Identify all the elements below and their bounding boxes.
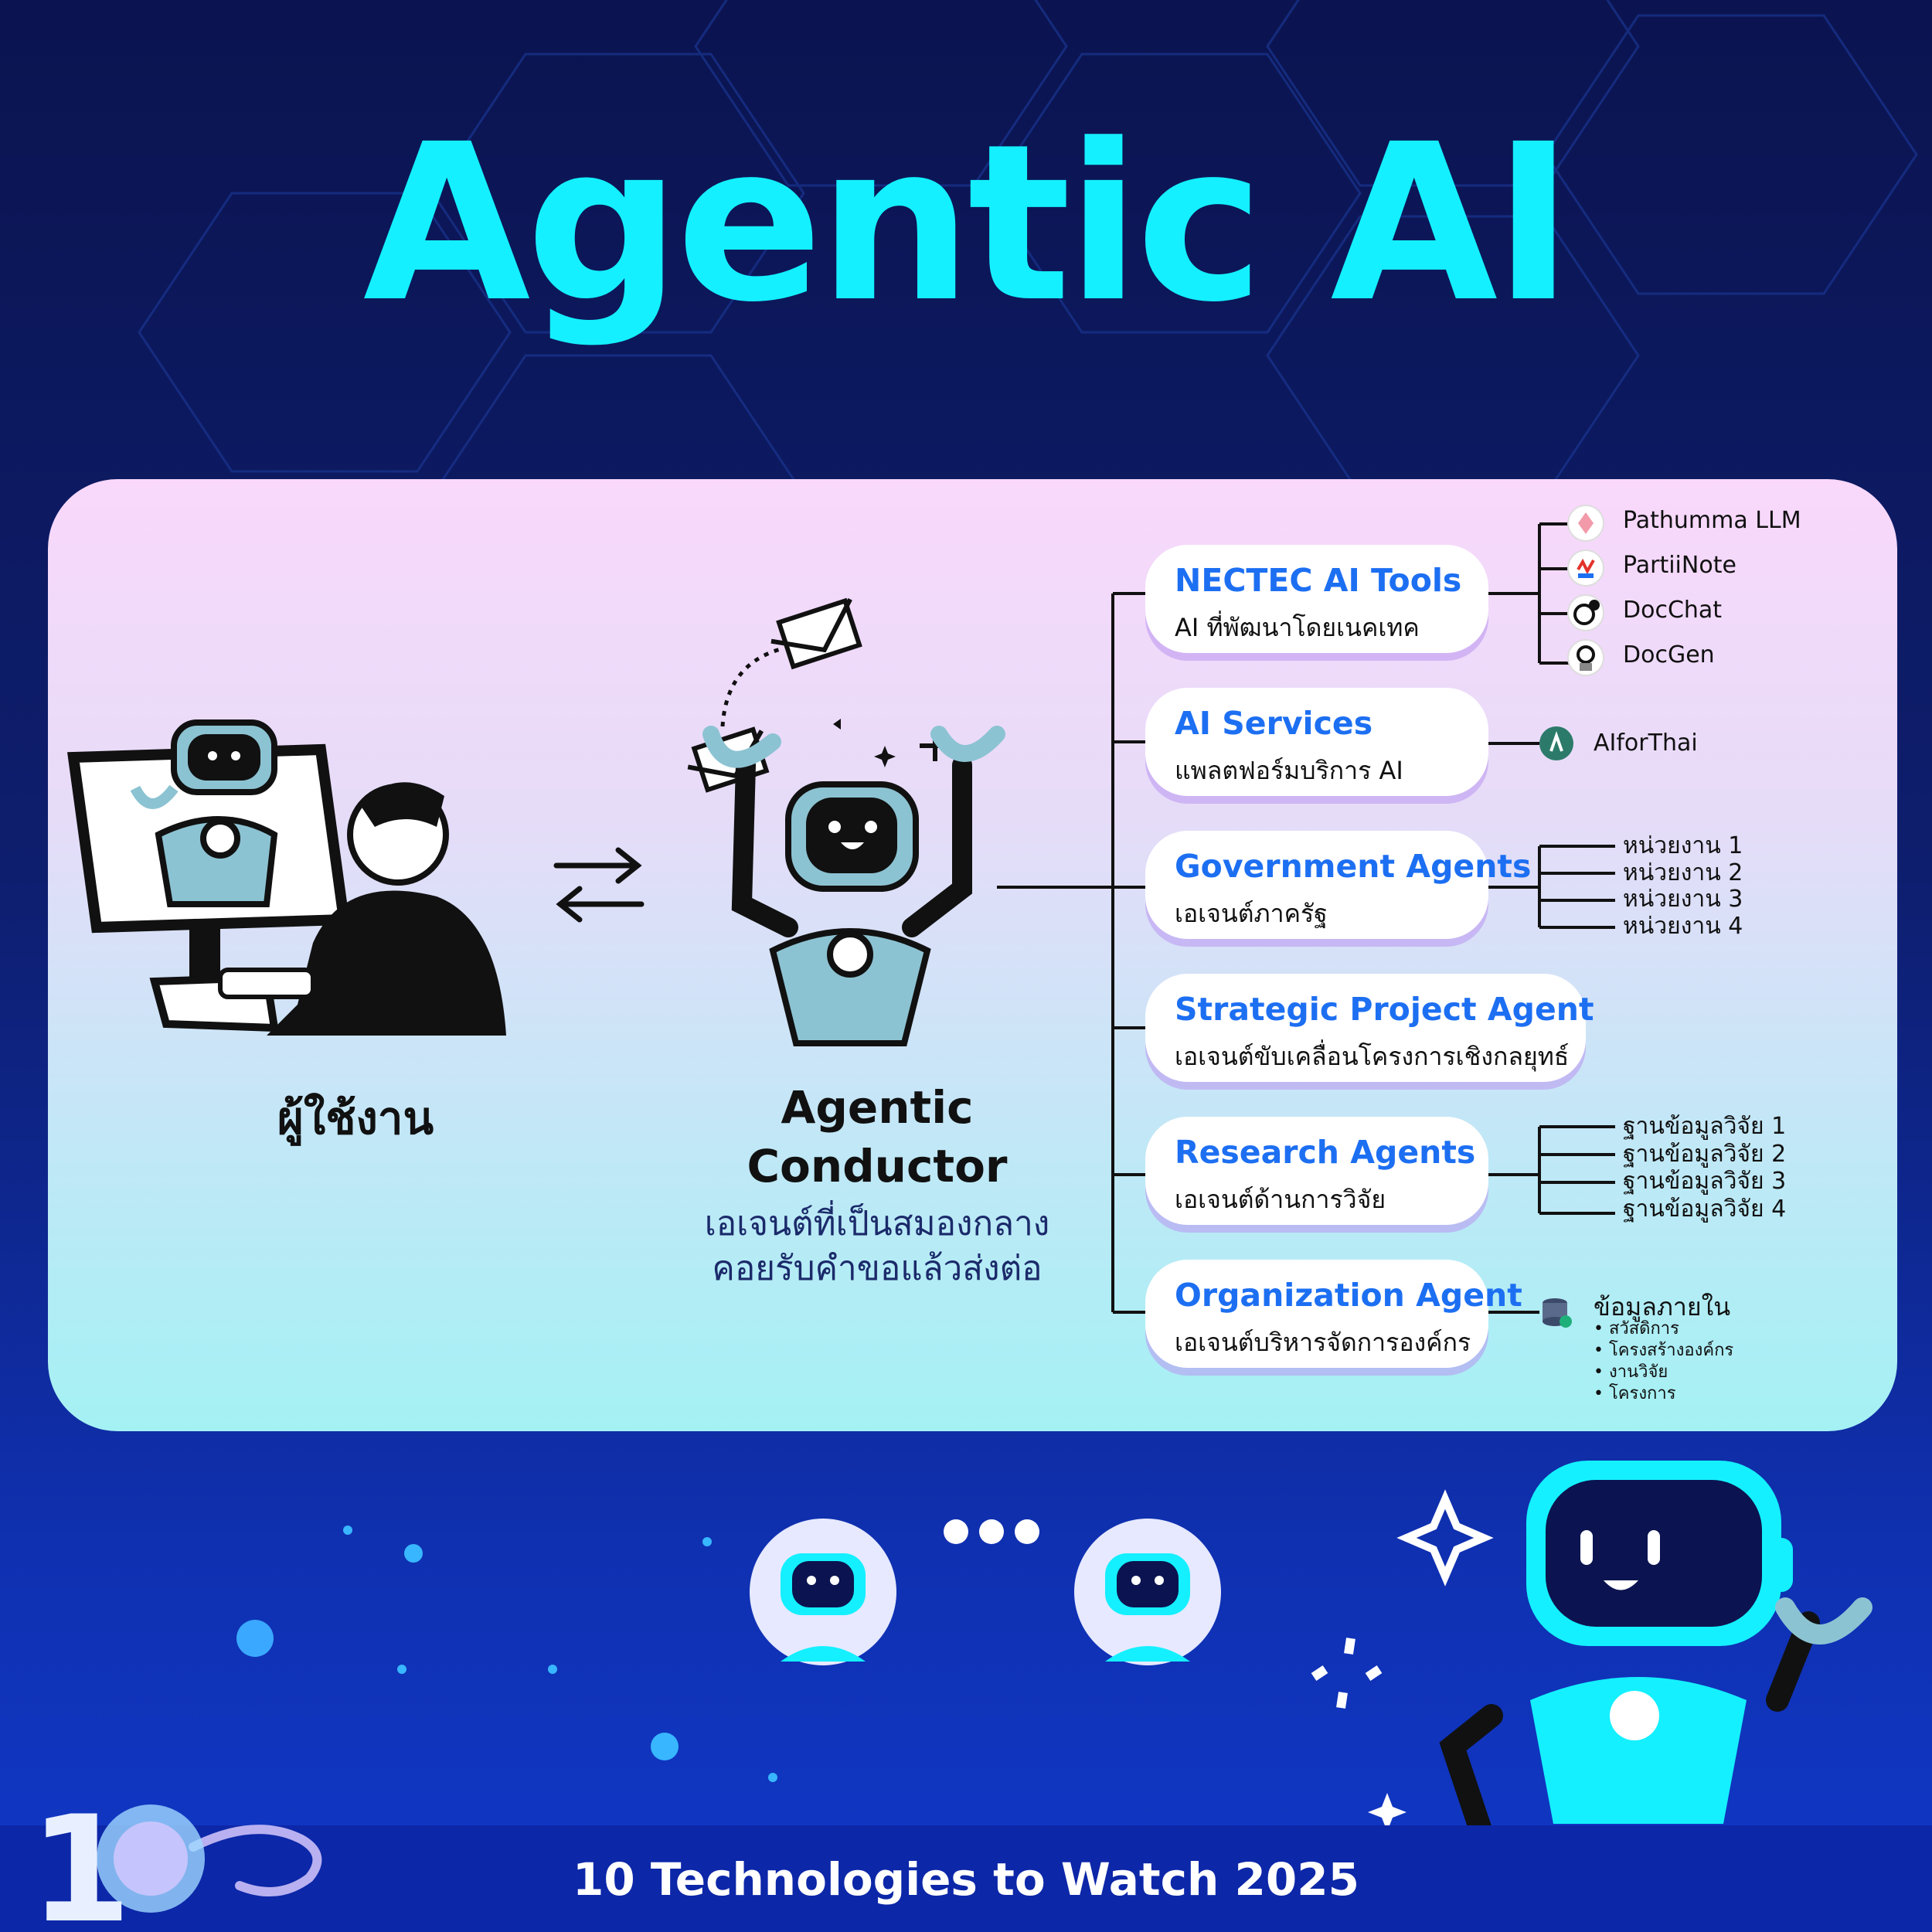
database-icon (1543, 1298, 1572, 1328)
docchat-logo-icon (1569, 596, 1603, 630)
tool-pathumma-llm: Pathumma LLM (1623, 507, 1801, 534)
organization-data-list: • สวัสดิการ • โครงสร้างองค์กร • งานวิจัย… (1594, 1318, 1733, 1405)
footer-title: 10 Technologies to Watch 2025 (573, 1853, 1359, 1906)
card-subtitle: AI ที่พัฒนาโดยเนคเทค (1175, 613, 1420, 642)
government-unit: หน่วยงาน 1 (1623, 832, 1743, 859)
conductor-desc-line1: เอเจนต์ที่เป็นสมองกลาง (704, 1204, 1050, 1243)
card-title: NECTEC AI Tools (1175, 562, 1462, 599)
card-title: Organization Agent (1175, 1277, 1522, 1314)
docgen-logo-icon (1569, 641, 1603, 675)
card-title: Government Agents (1175, 848, 1532, 885)
conductor-title-line2: Conductor (747, 1140, 1008, 1192)
card-subtitle: เอเจนต์ภาครัฐ (1175, 899, 1328, 928)
organization-data-item: • โครงการ (1594, 1384, 1676, 1403)
user-at-computer-illustration (67, 719, 506, 1036)
aiforthai-logo-icon (1539, 726, 1573, 760)
organization-data-item: • งานวิจัย (1594, 1362, 1668, 1382)
card-ai-services[interactable]: AI Services แพลตฟอร์มบริการ AI (1145, 688, 1488, 796)
robot-avatar-left (750, 1519, 896, 1665)
tool-docgen: DocGen (1623, 641, 1715, 668)
ten-technologies-logo: 1 (29, 1785, 322, 1932)
government-unit: หน่วยงาน 4 (1623, 913, 1743, 940)
logo-digit: 1 (29, 1785, 131, 1932)
government-unit: หน่วยงาน 2 (1623, 859, 1743, 886)
card-title: Strategic Project Agent (1175, 991, 1594, 1028)
bottom-decorations (236, 1461, 1872, 1880)
card-title: Research Agents (1175, 1134, 1476, 1171)
conductor-title: Agentic Conductor (657, 1078, 1097, 1196)
tool-docchat: DocChat (1623, 597, 1723, 624)
conductor-description: เอเจนต์ที่เป็นสมองกลาง คอยรับคำขอแล้วส่ง… (634, 1202, 1121, 1291)
card-organization-agent[interactable]: Organization Agent เอเจนต์บริหารจัดการอง… (1145, 1260, 1522, 1368)
card-subtitle: แพลตฟอร์มบริการ AI (1175, 756, 1403, 785)
card-government-agents[interactable]: Government Agents เอเจนต์ภาครัฐ (1145, 831, 1531, 939)
tool-aiforthai: AIforThai (1594, 730, 1698, 757)
tool-partiinote: PartiiNote (1623, 552, 1736, 579)
card-nectec-ai-tools[interactable]: NECTEC AI Tools AI ที่พัฒนาโดยเนคเทค (1145, 545, 1488, 653)
card-title: AI Services (1175, 705, 1373, 742)
card-subtitle: เอเจนต์ด้านการวิจัย (1175, 1185, 1386, 1214)
page-title: Agentic AI (362, 98, 1574, 350)
research-database: ฐานข้อมูลวิจัย 2 (1623, 1141, 1787, 1168)
organization-data-item: • สวัสดิการ (1594, 1319, 1679, 1338)
card-subtitle: เอเจนต์ขับเคลื่อนโครงการเชิงกลยุทธ์ (1175, 1042, 1570, 1071)
conductor-robot-illustration (687, 597, 1005, 1046)
card-strategic-project-agent[interactable]: Strategic Project Agent เอเจนต์ขับเคลื่อ… (1145, 974, 1594, 1082)
footer-bar (0, 1825, 1932, 1932)
government-unit: หน่วยงาน 3 (1623, 886, 1743, 913)
organization-data-label: ข้อมูลภายใน (1594, 1292, 1731, 1321)
card-subtitle: เอเจนต์บริหารจัดการองค์กร (1175, 1328, 1471, 1357)
conductor-desc-line2: คอยรับคำขอแล้วส่งต่อ (712, 1249, 1043, 1288)
organization-data-item: • โครงสร้างองค์กร (1594, 1341, 1734, 1360)
card-research-agents[interactable]: Research Agents เอเจนต์ด้านการวิจัย (1145, 1117, 1488, 1225)
pathumma-logo-icon (1569, 506, 1603, 540)
research-database: ฐานข้อมูลวิจัย 1 (1623, 1113, 1787, 1140)
hexagon-background (138, 0, 1918, 618)
robot-avatar-right (1074, 1519, 1221, 1665)
research-database: ฐานข้อมูลวิจัย 4 (1623, 1196, 1787, 1223)
partii-logo-icon (1569, 551, 1603, 585)
conductor-title-line1: Agentic (781, 1081, 974, 1134)
bidirectional-arrows-icon (553, 847, 645, 923)
user-label: ผู้ใช้งาน (277, 1092, 434, 1145)
research-database: ฐานข้อมูลวิจัย 3 (1623, 1168, 1787, 1195)
